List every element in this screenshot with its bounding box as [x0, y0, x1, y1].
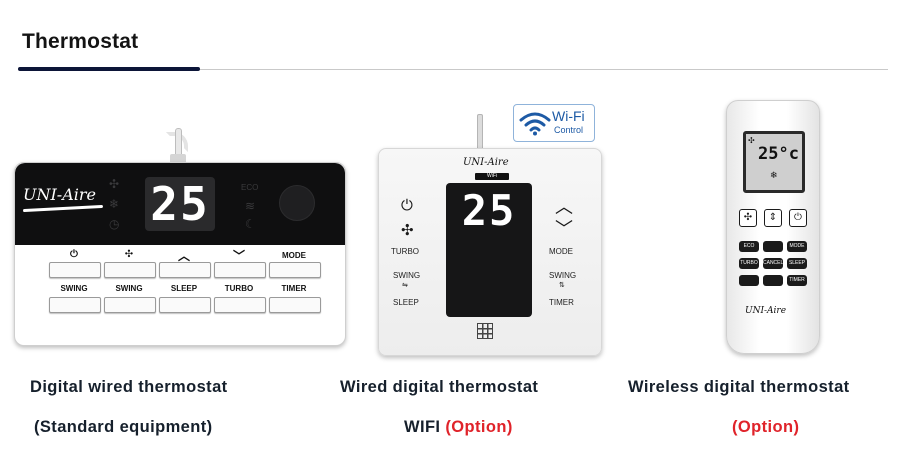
temp-down-button[interactable] [214, 262, 266, 278]
timer-label: TIMER [281, 284, 307, 293]
wireless-remote-image: ✣ 25°c ❄ ✣ ⇕ ⏻ ECO MODE TURBO CANCEL SLE… [726, 100, 820, 354]
wifi-icon [519, 112, 551, 136]
mode-button[interactable]: MODE [787, 241, 807, 252]
fan-icon: ✣ [109, 177, 120, 191]
section-title: Thermostat [22, 30, 139, 53]
temperature-display: 25°c [758, 144, 799, 164]
wifi-caption-line2: WIFI (Option) [404, 418, 513, 437]
wifi-badge-sublabel: Control [554, 125, 584, 135]
swing-label[interactable]: SWING [393, 271, 421, 280]
touch-screen: 25 [446, 183, 532, 317]
down-icon[interactable]: ﹀ [555, 219, 573, 239]
up-icon: ︿ [177, 249, 190, 263]
clock-icon: ◷ [109, 217, 120, 231]
fan-icon: ✣ [124, 249, 134, 260]
eco-indicator: ECO [241, 183, 259, 192]
timer-button[interactable]: TIMER [787, 275, 807, 286]
mode-button[interactable] [269, 262, 321, 278]
fan-icon: ✣ [748, 136, 755, 145]
swing-button[interactable] [763, 241, 783, 252]
fan-button[interactable] [104, 262, 156, 278]
control-panel: UNI-Aire ✣ ❄ ◷ 25 ECO ≋ ☾ [15, 163, 345, 245]
fan-button[interactable]: ✣ [739, 209, 757, 227]
swing-icon: ≋ [245, 199, 256, 213]
brand-logo: UNI-Aire [23, 185, 96, 204]
wired-caption-line2: (Standard equipment) [34, 418, 213, 436]
cancel-button[interactable]: CANCEL [763, 258, 783, 269]
wifi-thermostat-image: Wi-Fi Control UNI-Aire WiFi ⏻ ✣ TURBO SW… [378, 104, 603, 356]
snowflake-icon: ❄ [109, 197, 120, 211]
sleep-label: SLEEP [170, 284, 198, 293]
swing-label[interactable]: SWING [549, 271, 577, 280]
wired-caption-line1: Digital wired thermostat [30, 378, 228, 396]
sleep-icon: ☾ [245, 217, 256, 231]
power-button[interactable] [49, 262, 101, 278]
mode-label[interactable]: MODE [549, 247, 573, 256]
fan-icon[interactable]: ✣ [401, 222, 414, 239]
brand-logo: UNI-Aire [745, 306, 787, 316]
temperature-display: 25 [145, 177, 215, 231]
eco-button[interactable]: ECO [739, 241, 759, 252]
wired-thermostat-image: UNI-Aire ✣ ❄ ◷ 25 ECO ≋ ☾ ⏻ ✣ ︿ ﹀ MODE S… [14, 128, 346, 346]
option-label: (Option) [732, 418, 800, 436]
option-label: (Option) [445, 418, 513, 436]
turbo-button[interactable]: TURBO [739, 258, 759, 269]
keypad-icon [477, 323, 493, 339]
remote-lcd: ✣ 25°c ❄ [743, 131, 805, 193]
swing-vertical-button[interactable] [49, 297, 101, 313]
thermostat-body: UNI-Aire WiFi ⏻ ✣ TURBO SWING ⇋ SLEEP 25… [378, 148, 602, 356]
wifi-logo-tag: WiFi [475, 173, 509, 180]
power-button[interactable]: ⏻ [789, 209, 807, 227]
turbo-label: TURBO [224, 284, 254, 293]
timer-label[interactable]: TIMER [549, 298, 574, 307]
swing-label: SWING [60, 284, 88, 293]
temp-up-button[interactable] [159, 262, 211, 278]
thermostat-body: UNI-Aire ✣ ❄ ◷ 25 ECO ≋ ☾ ⏻ ✣ ︿ ﹀ MODE S… [14, 162, 346, 346]
wifi-badge-label: Wi-Fi [552, 108, 585, 124]
wifi-caption-wifi: WIFI [404, 418, 441, 436]
wifi-caption-line1: Wired digital thermostat [340, 378, 539, 396]
remote-body: ✣ 25°c ❄ ✣ ⇕ ⏻ ECO MODE TURBO CANCEL SLE… [726, 100, 820, 354]
remote-caption-line1: Wireless digital thermostat [628, 378, 850, 396]
up-icon[interactable]: ︿ [555, 197, 573, 217]
title-divider [18, 69, 888, 70]
turbo-label[interactable]: TURBO [391, 247, 419, 256]
swing-v-button[interactable] [739, 275, 759, 286]
mode-label: MODE [282, 251, 306, 260]
timer-button[interactable] [269, 297, 321, 313]
temperature-display: 25 [461, 186, 517, 235]
down-icon: ﹀ [232, 249, 245, 263]
cable-plug [170, 154, 186, 164]
swing-label: SWING [115, 284, 143, 293]
snowflake-icon: ❄ [770, 170, 778, 180]
swing-h-button[interactable] [763, 275, 783, 286]
power-icon: ⏻ [70, 249, 78, 260]
turbo-button[interactable] [214, 297, 266, 313]
wifi-control-badge: Wi-Fi Control [513, 104, 595, 142]
sleep-button[interactable]: SLEEP [787, 258, 807, 269]
brand-logo: UNI-Aire [463, 157, 509, 168]
dial-knob [279, 185, 315, 221]
logo-swoosh [22, 204, 104, 213]
temp-up-down-button[interactable]: ⇕ [764, 209, 782, 227]
swing-horizontal-button[interactable] [104, 297, 156, 313]
power-icon[interactable]: ⏻ [401, 197, 413, 214]
swing-icon: ⇅ [559, 282, 565, 289]
sleep-button[interactable] [159, 297, 211, 313]
swing-icon: ⇋ [402, 282, 408, 289]
sleep-label[interactable]: SLEEP [393, 298, 419, 307]
title-accent-bar [18, 67, 200, 71]
